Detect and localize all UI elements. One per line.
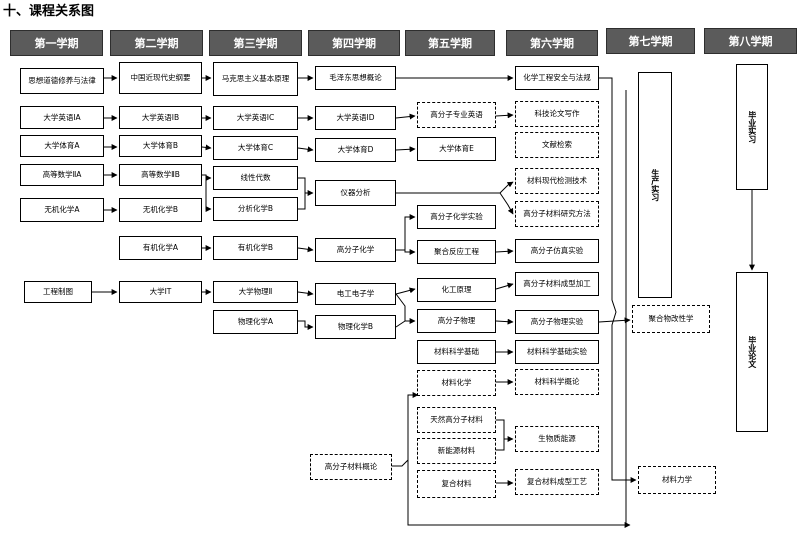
course-box: 生物质能源 xyxy=(515,426,599,452)
course-box: 有机化学A xyxy=(119,236,202,260)
course-box: 物理化学A xyxy=(213,310,298,334)
course-box: 大学IT xyxy=(119,281,202,303)
course-box: 化工原理 xyxy=(417,278,496,302)
course-box: 材料力学 xyxy=(638,466,716,494)
arrows-semester-5-6 xyxy=(495,112,514,486)
course-box: 大学英语ⅠD xyxy=(315,106,396,130)
course-box: 高分子材料研究方法 xyxy=(515,201,599,227)
course-box: 材料科学基础实验 xyxy=(515,340,599,364)
course-box: 大学英语ⅠB xyxy=(119,106,202,129)
course-box: 复合材料 xyxy=(417,470,496,498)
course-box: 中国近现代史纲要 xyxy=(119,62,202,94)
semester-header-6: 第六学期 xyxy=(506,30,598,56)
course-box: 高分子物理 xyxy=(417,309,496,333)
course-box: 有机化学B xyxy=(213,236,298,260)
course-box: 科技论文写作 xyxy=(515,101,599,127)
course-box: 电工电子学 xyxy=(315,283,396,305)
semester-header-5: 第五学期 xyxy=(405,30,495,56)
course-box: 分析化学B xyxy=(213,197,298,221)
course-box: 天然高分子材料 xyxy=(417,407,496,433)
semester-header-3: 第三学期 xyxy=(209,30,302,56)
course-box: 高分子材料成型加工 xyxy=(515,272,599,296)
course-box: 大学体育A xyxy=(20,135,104,157)
course-box: 大学物理Ⅱ xyxy=(213,281,298,303)
course-box: 大学英语ⅠA xyxy=(20,106,104,129)
course-box: 大学英语ⅠC xyxy=(213,106,298,130)
course-box: 高等数学ⅡB xyxy=(119,164,202,186)
course-box: 无机化学B xyxy=(119,198,202,222)
course-box: 线性代数 xyxy=(213,166,298,190)
arrows-semester-6-7 xyxy=(598,77,637,525)
course-box: 大学体育E xyxy=(417,137,496,161)
course-box: 高分子化学 xyxy=(315,238,396,262)
course-box: 工程制图 xyxy=(24,281,92,303)
course-box: 化学工程安全与法规 xyxy=(515,66,599,90)
course-box-tall: 毕业论文 xyxy=(736,272,768,432)
page-title: 十、课程关系图 xyxy=(3,4,95,19)
course-box-tall: 生产实习 xyxy=(638,72,672,298)
course-box: 无机化学A xyxy=(20,198,104,222)
semester-header-7: 第七学期 xyxy=(606,28,695,54)
course-box: 高分子材料概论 xyxy=(310,454,392,480)
course-box: 大学体育B xyxy=(119,135,202,157)
course-box: 复合材料成型工艺 xyxy=(515,469,599,495)
course-box: 毛泽东思想概论 xyxy=(315,66,396,90)
course-box: 高分子化学实验 xyxy=(417,205,496,229)
course-box: 高分子专业英语 xyxy=(417,102,496,128)
course-box: 聚合物改性学 xyxy=(632,305,710,333)
semester-header-4: 第四学期 xyxy=(308,30,400,56)
course-box: 大学体育C xyxy=(213,136,298,160)
course-box: 思想道德修养与法律 xyxy=(20,68,104,94)
arrows-semester-2-3 xyxy=(201,75,212,295)
course-box: 大学体育D xyxy=(315,138,396,162)
course-box: 材料化学 xyxy=(417,370,496,396)
course-box: 聚合反应工程 xyxy=(417,240,496,264)
course-box: 材料科学概论 xyxy=(515,369,599,395)
course-box: 高等数学ⅡA xyxy=(20,164,104,186)
course-box: 物理化学B xyxy=(315,315,396,339)
course-box: 高分子仿真实验 xyxy=(515,239,599,263)
semester-header-8: 第八学期 xyxy=(704,28,797,54)
course-box: 马克思主义基本原理 xyxy=(213,62,298,96)
course-box: 新能源材料 xyxy=(417,438,496,464)
course-box: 材料现代检测技术 xyxy=(515,168,599,194)
course-box: 材料科学基础 xyxy=(417,340,496,364)
course-box: 文献检索 xyxy=(515,132,599,158)
course-box-tall: 毕业实习 xyxy=(736,64,768,190)
arrows-semester-3-4 xyxy=(297,75,314,330)
course-box: 仪器分析 xyxy=(315,180,396,206)
semester-header-2: 第二学期 xyxy=(110,30,203,56)
course-box: 高分子物理实验 xyxy=(515,310,599,334)
semester-header-1: 第一学期 xyxy=(10,30,103,56)
